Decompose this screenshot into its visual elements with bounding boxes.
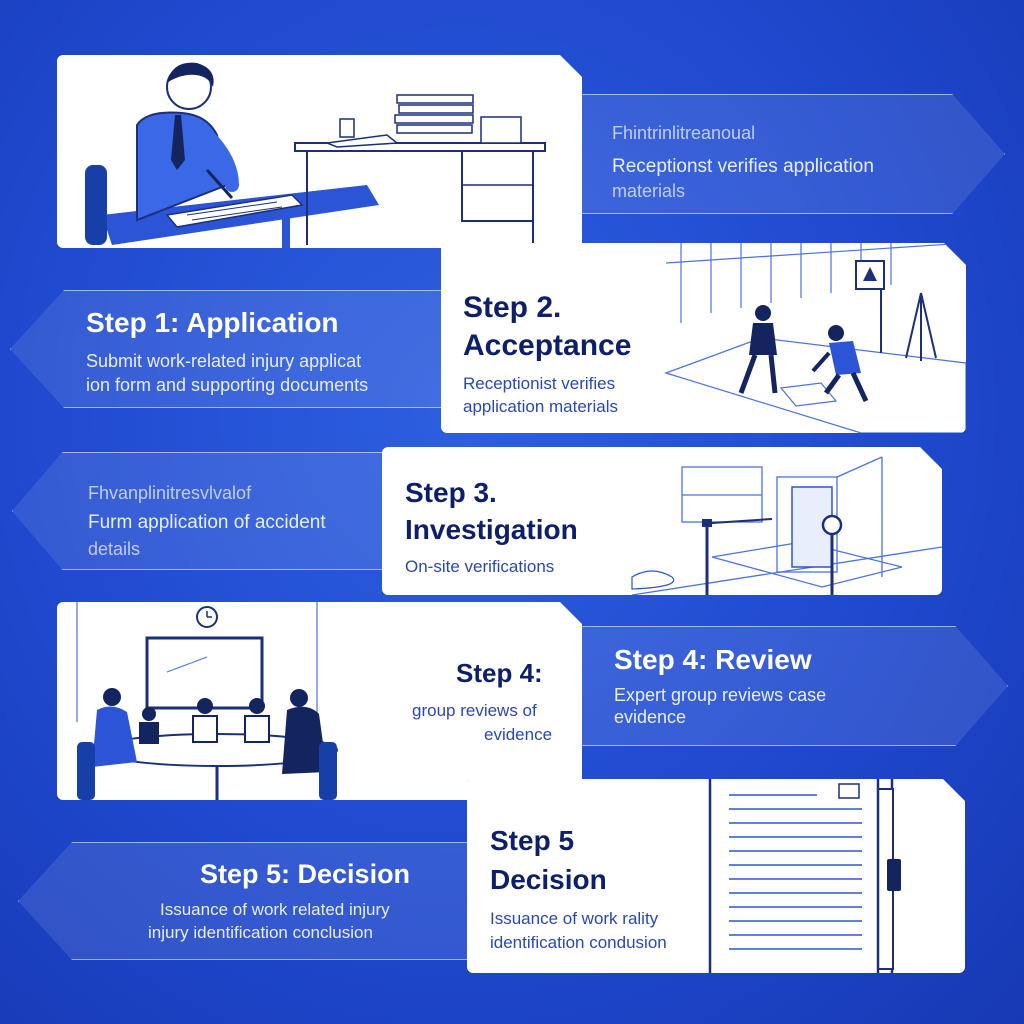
banner-step-4 <box>570 626 1008 746</box>
investigation-room-illustration <box>382 447 942 595</box>
step-4-line-1: evidence <box>484 725 553 744</box>
step-3-title-1: Investigation <box>405 514 578 545</box>
step-4-title: Step 4: <box>456 658 543 688</box>
step-5-card <box>467 779 965 973</box>
step-4-card <box>57 602 582 800</box>
banner-3-line-1: evidence <box>614 707 687 727</box>
banner-2-line-1: Furm application of accident <box>88 512 326 533</box>
banner-2-line-2: details <box>88 539 141 559</box>
step-4-line-0: group reviews of <box>412 701 537 720</box>
step-2-title-1: Acceptance <box>463 329 632 362</box>
step-3-title-0: Step 3. <box>405 477 497 508</box>
step-5-line-0: Issuance of work rality <box>490 909 659 928</box>
banner-4-line-1: injury identification conclusion <box>148 923 373 942</box>
banner-2-line-0: Fhvanplinitresvlvalof <box>88 483 252 503</box>
office-worker-card <box>57 55 582 248</box>
step-2-card <box>441 243 966 433</box>
banner-0-line-1: Receptionst verifies application <box>612 156 874 177</box>
banner-0-line-2: materials <box>612 181 686 201</box>
banner-step-1 <box>10 290 460 408</box>
step-1-title: Step 1: Application <box>86 307 339 338</box>
step-3-line-0: On-site verifications <box>405 557 555 576</box>
step-5-decision-title: Step 5: Decision <box>200 859 411 889</box>
banner-1-line-0: Submit work-related injury applicat <box>86 351 362 371</box>
office-worker-writing-illustration <box>57 55 582 248</box>
step-5-line-1: identification condusion <box>490 933 667 952</box>
step-4-review-title: Step 4: Review <box>614 644 812 675</box>
document-folder-illustration <box>467 779 965 973</box>
banner-0-line-0: Fhintrinlitreanoual <box>612 123 756 143</box>
banner-step-5 <box>18 842 468 960</box>
banner-1-line-1: ion form and supporting documents <box>86 375 369 395</box>
step-3-card <box>382 447 942 595</box>
meeting-room-illustration <box>57 602 582 800</box>
step-2-line-1: application materials <box>463 397 618 416</box>
banner-3-line-0: Expert group reviews case <box>614 685 827 705</box>
banner-receptionist <box>565 94 1005 214</box>
step-5-title-1: Decision <box>490 864 607 895</box>
banner-accident-details <box>12 452 432 570</box>
step-2-title-0: Step 2. <box>463 291 562 324</box>
step-5-title-0: Step 5 <box>490 825 575 856</box>
step-2-line-0: Receptionist verifies <box>463 374 616 393</box>
site-inspection-illustration <box>441 243 966 433</box>
banner-4-line-0: Issuance of work related injury <box>160 900 390 919</box>
